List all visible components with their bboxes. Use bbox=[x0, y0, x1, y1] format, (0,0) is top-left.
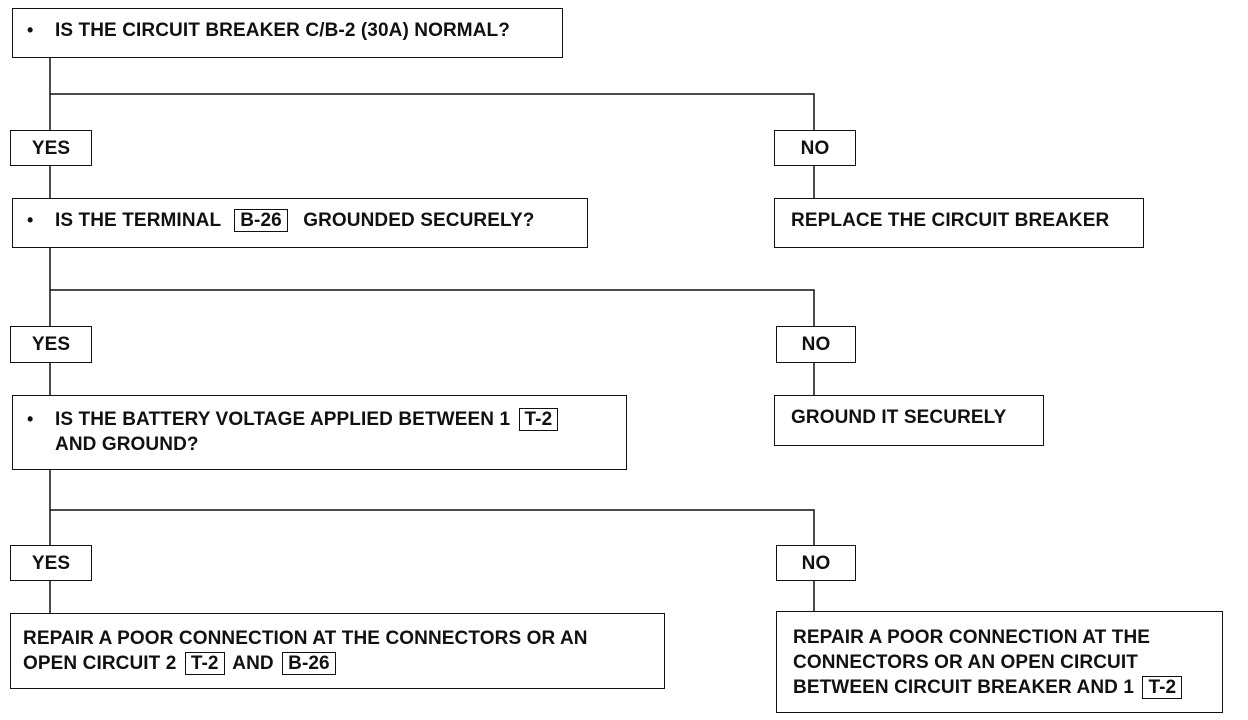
yes-label-2: YES bbox=[10, 326, 92, 363]
bullet-icon: • bbox=[27, 409, 34, 429]
question-3-text-line1: IS THE BATTERY VOLTAGE APPLIED BETWEEN 1 bbox=[55, 409, 511, 430]
question-3-text-line2: AND GROUND? bbox=[55, 434, 199, 455]
no-label-3: NO bbox=[776, 545, 856, 581]
no-label-1: NO bbox=[774, 130, 856, 166]
repair-connection-no-box: REPAIR A POOR CONNECTION AT THE CONNECTO… bbox=[776, 611, 1223, 713]
repair-yes-line2-pre: OPEN CIRCUIT 2 bbox=[23, 653, 177, 674]
question-2-text-pre: IS THE TERMINAL bbox=[55, 210, 221, 231]
terminal-ref-b26: B-26 bbox=[282, 652, 336, 675]
question-2-box: • IS THE TERMINAL B-26 GROUNDED SECURELY… bbox=[12, 198, 588, 248]
branch-line-2 bbox=[49, 248, 815, 326]
terminal-ref-t2: T-2 bbox=[1142, 676, 1183, 699]
no-label-2: NO bbox=[776, 326, 856, 363]
replace-breaker-text: REPLACE THE CIRCUIT BREAKER bbox=[791, 210, 1110, 231]
bullet-icon: • bbox=[27, 20, 34, 40]
branch-line-3 bbox=[49, 468, 815, 545]
repair-connection-yes-box: REPAIR A POOR CONNECTION AT THE CONNECTO… bbox=[10, 613, 665, 689]
ground-securely-text: GROUND IT SECURELY bbox=[791, 407, 1007, 428]
yes-label-1-text: YES bbox=[31, 137, 71, 159]
repair-yes-line1: REPAIR A POOR CONNECTION AT THE CONNECTO… bbox=[23, 628, 588, 649]
no-label-3-text: NO bbox=[801, 552, 831, 574]
yes-label-3-text: YES bbox=[31, 552, 71, 574]
replace-breaker-box: REPLACE THE CIRCUIT BREAKER bbox=[774, 198, 1144, 248]
branch-line-1 bbox=[49, 58, 815, 130]
no-label-1-text: NO bbox=[800, 137, 830, 159]
question-3-box: • IS THE BATTERY VOLTAGE APPLIED BETWEEN… bbox=[12, 395, 627, 470]
repair-no-line3-pre: BETWEEN CIRCUIT BREAKER AND 1 bbox=[793, 677, 1135, 698]
yes-label-3: YES bbox=[10, 545, 92, 581]
repair-no-line2: CONNECTORS OR AN OPEN CIRCUIT bbox=[793, 652, 1138, 673]
terminal-ref-b26: B-26 bbox=[234, 209, 288, 232]
repair-no-line1: REPAIR A POOR CONNECTION AT THE bbox=[793, 627, 1151, 648]
ground-securely-box: GROUND IT SECURELY bbox=[774, 395, 1044, 446]
terminal-ref-t2: T-2 bbox=[184, 652, 225, 675]
yes-label-1: YES bbox=[10, 130, 92, 166]
yes-label-2-text: YES bbox=[31, 334, 71, 355]
terminal-ref-t2: T-2 bbox=[518, 408, 559, 431]
question-2-text-post: GROUNDED SECURELY? bbox=[303, 210, 535, 231]
repair-yes-line2-mid: AND bbox=[232, 653, 274, 674]
question-1-box: • IS THE CIRCUIT BREAKER C/B-2 (30A) NOR… bbox=[12, 8, 563, 58]
no-label-2-text: NO bbox=[801, 334, 831, 355]
question-1-text: IS THE CIRCUIT BREAKER C/B-2 (30A) NORMA… bbox=[55, 20, 510, 41]
bullet-icon: • bbox=[27, 210, 34, 230]
